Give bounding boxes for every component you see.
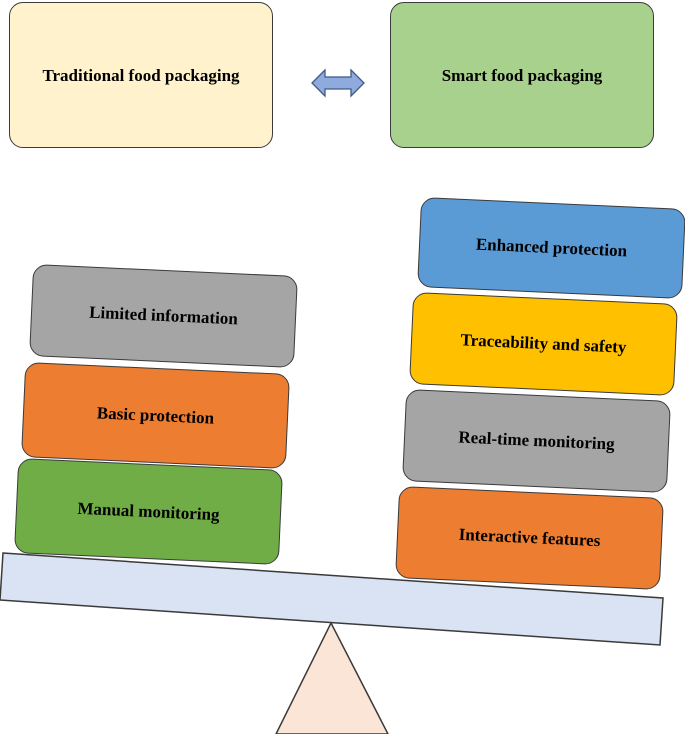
smart-packaging-box: Smart food packaging: [390, 2, 654, 148]
left-box-basic-protection: Basic protection: [20, 362, 291, 469]
left-box-label: Basic protection: [96, 402, 215, 428]
right-box-label: Enhanced protection: [475, 234, 628, 261]
left-box-label: Manual monitoring: [77, 498, 220, 524]
scale-fulcrum: [275, 621, 389, 734]
scale-fulcrum-shape: [275, 621, 389, 734]
double-arrow-shape: [311, 68, 365, 98]
right-box-interactive-features: Interactive features: [395, 486, 664, 590]
left-box-manual-monitoring: Manual monitoring: [13, 458, 284, 565]
smart-packaging-label: Smart food packaging: [441, 65, 603, 85]
right-box-traceability-safety: Traceability and safety: [409, 292, 678, 396]
right-box-enhanced-protection: Enhanced protection: [417, 197, 685, 299]
right-box-label: Interactive features: [458, 524, 601, 551]
double-arrow-icon: [311, 68, 365, 98]
right-box-realtime-monitoring: Real-time monitoring: [402, 389, 671, 493]
left-box-label: Limited information: [88, 302, 239, 329]
scale-beam-shape: [0, 552, 664, 646]
traditional-packaging-label: Traditional food packaging: [42, 65, 240, 85]
left-box-limited-information: Limited information: [29, 264, 298, 368]
scale-beam: [0, 552, 664, 646]
right-box-label: Traceability and safety: [460, 330, 627, 357]
right-box-label: Real-time monitoring: [458, 427, 616, 454]
traditional-packaging-box: Traditional food packaging: [9, 2, 273, 148]
